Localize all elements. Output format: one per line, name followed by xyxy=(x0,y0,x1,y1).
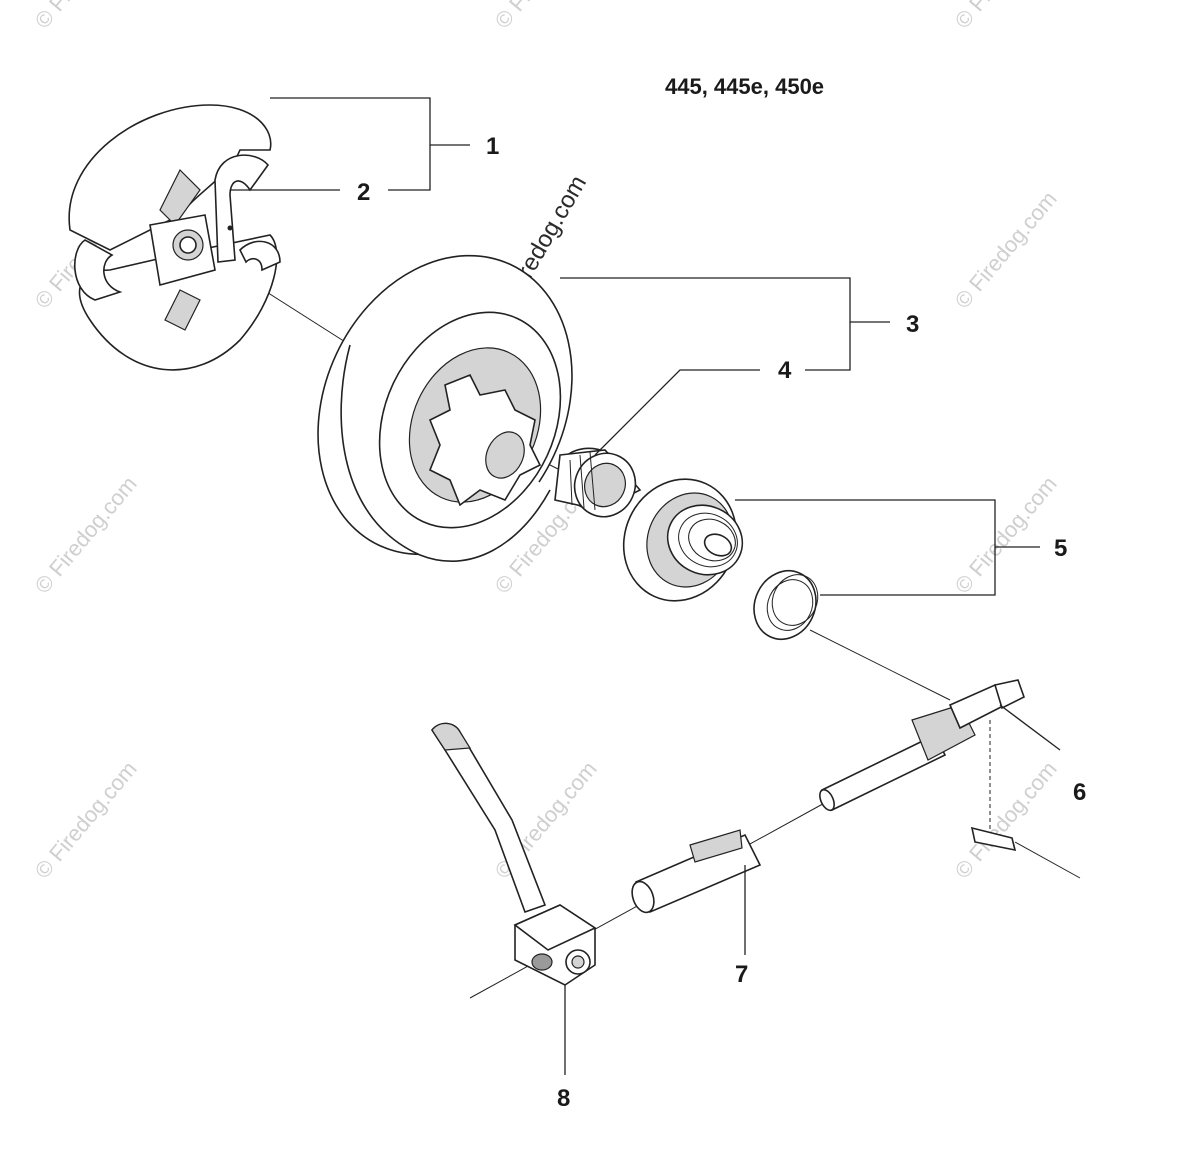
callout-8: 8 xyxy=(557,1085,570,1112)
model-label: 445, 445e, 450e xyxy=(665,74,824,99)
leader-lines xyxy=(230,97,1061,1075)
callout-1: 1 xyxy=(486,133,499,160)
callout-3: 3 xyxy=(906,311,919,338)
watermark-tm: © Firedog.com xyxy=(490,0,602,33)
callout-2: 2 xyxy=(357,179,370,206)
clutch-drum xyxy=(317,254,573,563)
callout-7: 7 xyxy=(735,961,748,988)
callout-numbers: 1 2 3 4 5 6 7 8 xyxy=(357,133,1086,1112)
watermark-mr: © Firedog.com xyxy=(950,186,1062,313)
watermark-r2: © Firedog.com xyxy=(950,471,1062,598)
watermark-l3: © Firedog.com xyxy=(30,756,142,883)
needle-bearing xyxy=(554,447,642,518)
watermark-tr: © Firedog.com xyxy=(950,0,1062,33)
callout-6: 6 xyxy=(1073,779,1086,806)
clutch-assembly xyxy=(68,104,281,371)
callout-5: 5 xyxy=(1054,535,1067,562)
assembly-axis-lines xyxy=(184,239,1081,999)
pump-sleeve xyxy=(631,829,762,914)
adjuster-lever xyxy=(431,722,597,986)
watermark-r3: © Firedog.com xyxy=(950,756,1062,883)
callout-4: 4 xyxy=(778,357,792,384)
watermark-tl: © Firedog.com xyxy=(30,0,142,33)
watermark-l2: © Firedog.com xyxy=(30,471,142,598)
pump-shaft xyxy=(819,679,1025,852)
worm-gear-assembly xyxy=(622,478,819,640)
